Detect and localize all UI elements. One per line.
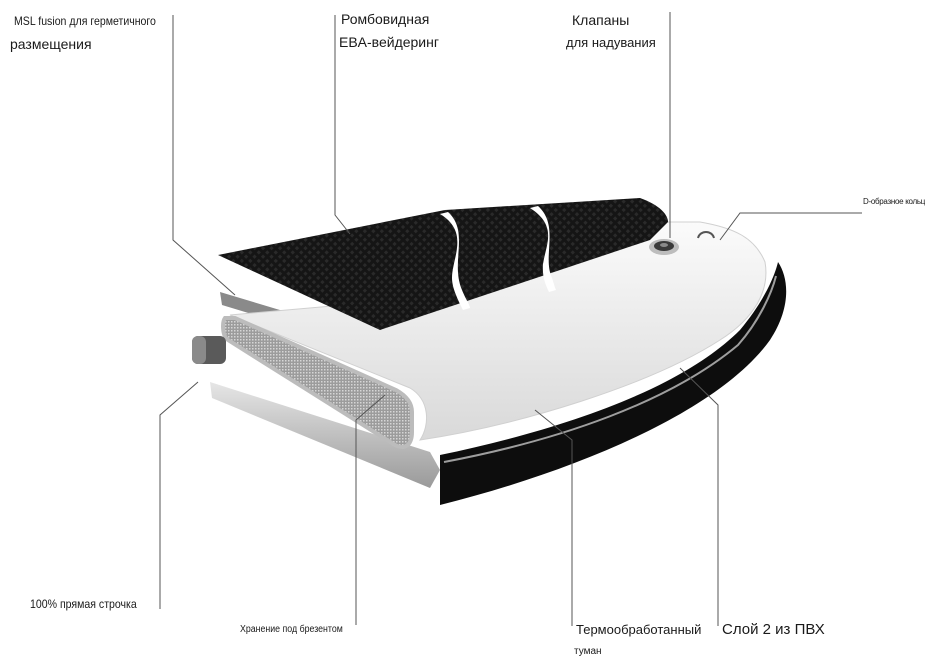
valve-icon (649, 239, 679, 255)
label-thermo-line1: Термообработанный (576, 622, 702, 637)
deck-pad (218, 198, 668, 330)
label-eva-line2: EBA-вейдеринг (339, 34, 439, 50)
label-valves-line2: для надувания (566, 35, 656, 50)
leader-storage (355, 394, 386, 625)
label-msl-line2: размещения (10, 36, 92, 52)
leader-eva (334, 15, 351, 235)
deck-groove-2 (530, 206, 556, 292)
rail-highlight (443, 275, 777, 463)
label-msl-line1: MSL fusion для герметичного (14, 14, 156, 28)
label-thermo-line2: туман (574, 646, 602, 657)
leader-lines (159, 12, 862, 626)
leader-stitch (159, 381, 199, 609)
label-valves-line1: Клапаны (572, 12, 630, 28)
leader-d-ring (719, 212, 862, 241)
leader-thermo (534, 409, 573, 626)
label-stitch: 100% прямая строчка (30, 597, 137, 611)
d-ring-icon (697, 231, 715, 239)
bottom-layer (210, 382, 440, 488)
label-d-ring: D-образное кольцо (863, 197, 925, 206)
drop-stitch-panel (221, 316, 414, 449)
label-storage: Хранение под брезентом (240, 624, 343, 635)
label-pvc-layer: Слой 2 из ПВХ (722, 621, 825, 638)
valve-stub-icon (192, 336, 226, 364)
deck-groove-1 (440, 212, 470, 310)
leader-pvc (679, 367, 719, 626)
label-eva-line1: Ромбовидная (341, 11, 430, 27)
leader-msl (172, 15, 236, 296)
board-body (229, 221, 767, 441)
